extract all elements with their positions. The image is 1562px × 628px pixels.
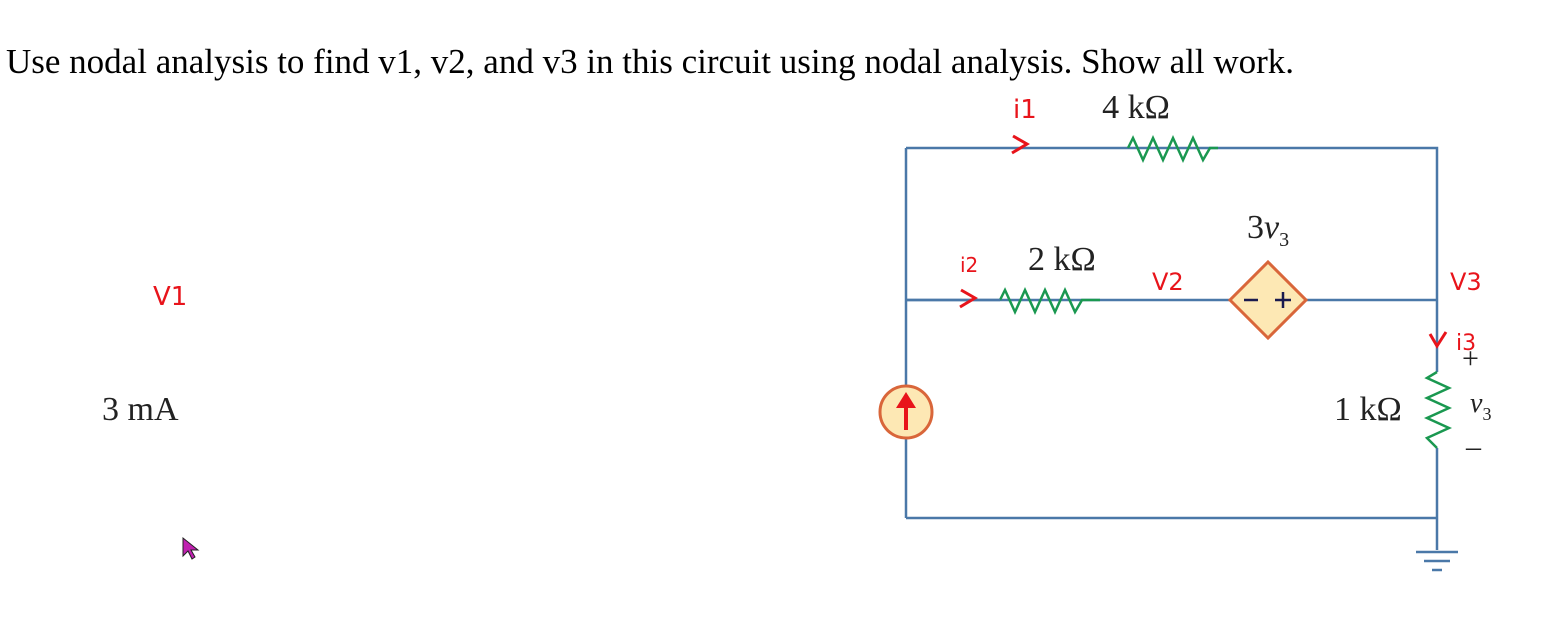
arrow-i3-icon — [1428, 331, 1448, 349]
resistor-2k-icon — [998, 286, 1100, 316]
arrow-i2-icon — [959, 288, 978, 309]
annotation-node-v1: V1 — [153, 282, 187, 312]
dep-sub: 3 — [1279, 229, 1289, 251]
annotation-node-v3: V3 — [1450, 268, 1482, 296]
current-source-label: 3 mA — [102, 391, 179, 428]
circuit-wires — [904, 146, 1439, 550]
dep-coef: 3 — [1247, 209, 1264, 246]
ground-icon — [1416, 550, 1458, 572]
question-text: Use nodal analysis to find v1, v2, and v… — [6, 42, 1295, 81]
dep-var: v — [1264, 209, 1280, 246]
annotation-i3: i3 — [1456, 331, 1476, 356]
annotation-i1: i1 — [1013, 95, 1037, 125]
handwritten-annotations: i1 i2 V1 V2 V3 i3 — [153, 95, 1482, 356]
annotation-i2: i2 — [960, 253, 978, 277]
v3-sub: 3 — [1482, 404, 1491, 424]
resistor-2k-label: 2 kΩ — [1028, 241, 1096, 278]
annotation-node-v2: V2 — [1152, 268, 1184, 296]
wire-top-right — [1128, 146, 1439, 372]
v3-minus-sign: – — [1465, 430, 1482, 463]
arrow-i1-icon — [1011, 134, 1030, 155]
v3-var-label: v3 — [1470, 388, 1491, 424]
resistor-4k-icon — [1126, 134, 1218, 164]
mouse-cursor-icon — [182, 536, 200, 560]
v3-var: v — [1470, 388, 1483, 419]
current-source-icon — [878, 384, 934, 440]
resistor-1k-icon — [1423, 370, 1453, 449]
dependent-source-label: 3v3 — [1247, 209, 1289, 251]
v3-plus-sign: + — [1462, 342, 1479, 375]
resistor-4k-label: 4 kΩ — [1102, 89, 1170, 126]
resistor-1k-label: 1 kΩ — [1334, 391, 1402, 428]
dependent-voltage-source-icon — [1227, 259, 1309, 341]
